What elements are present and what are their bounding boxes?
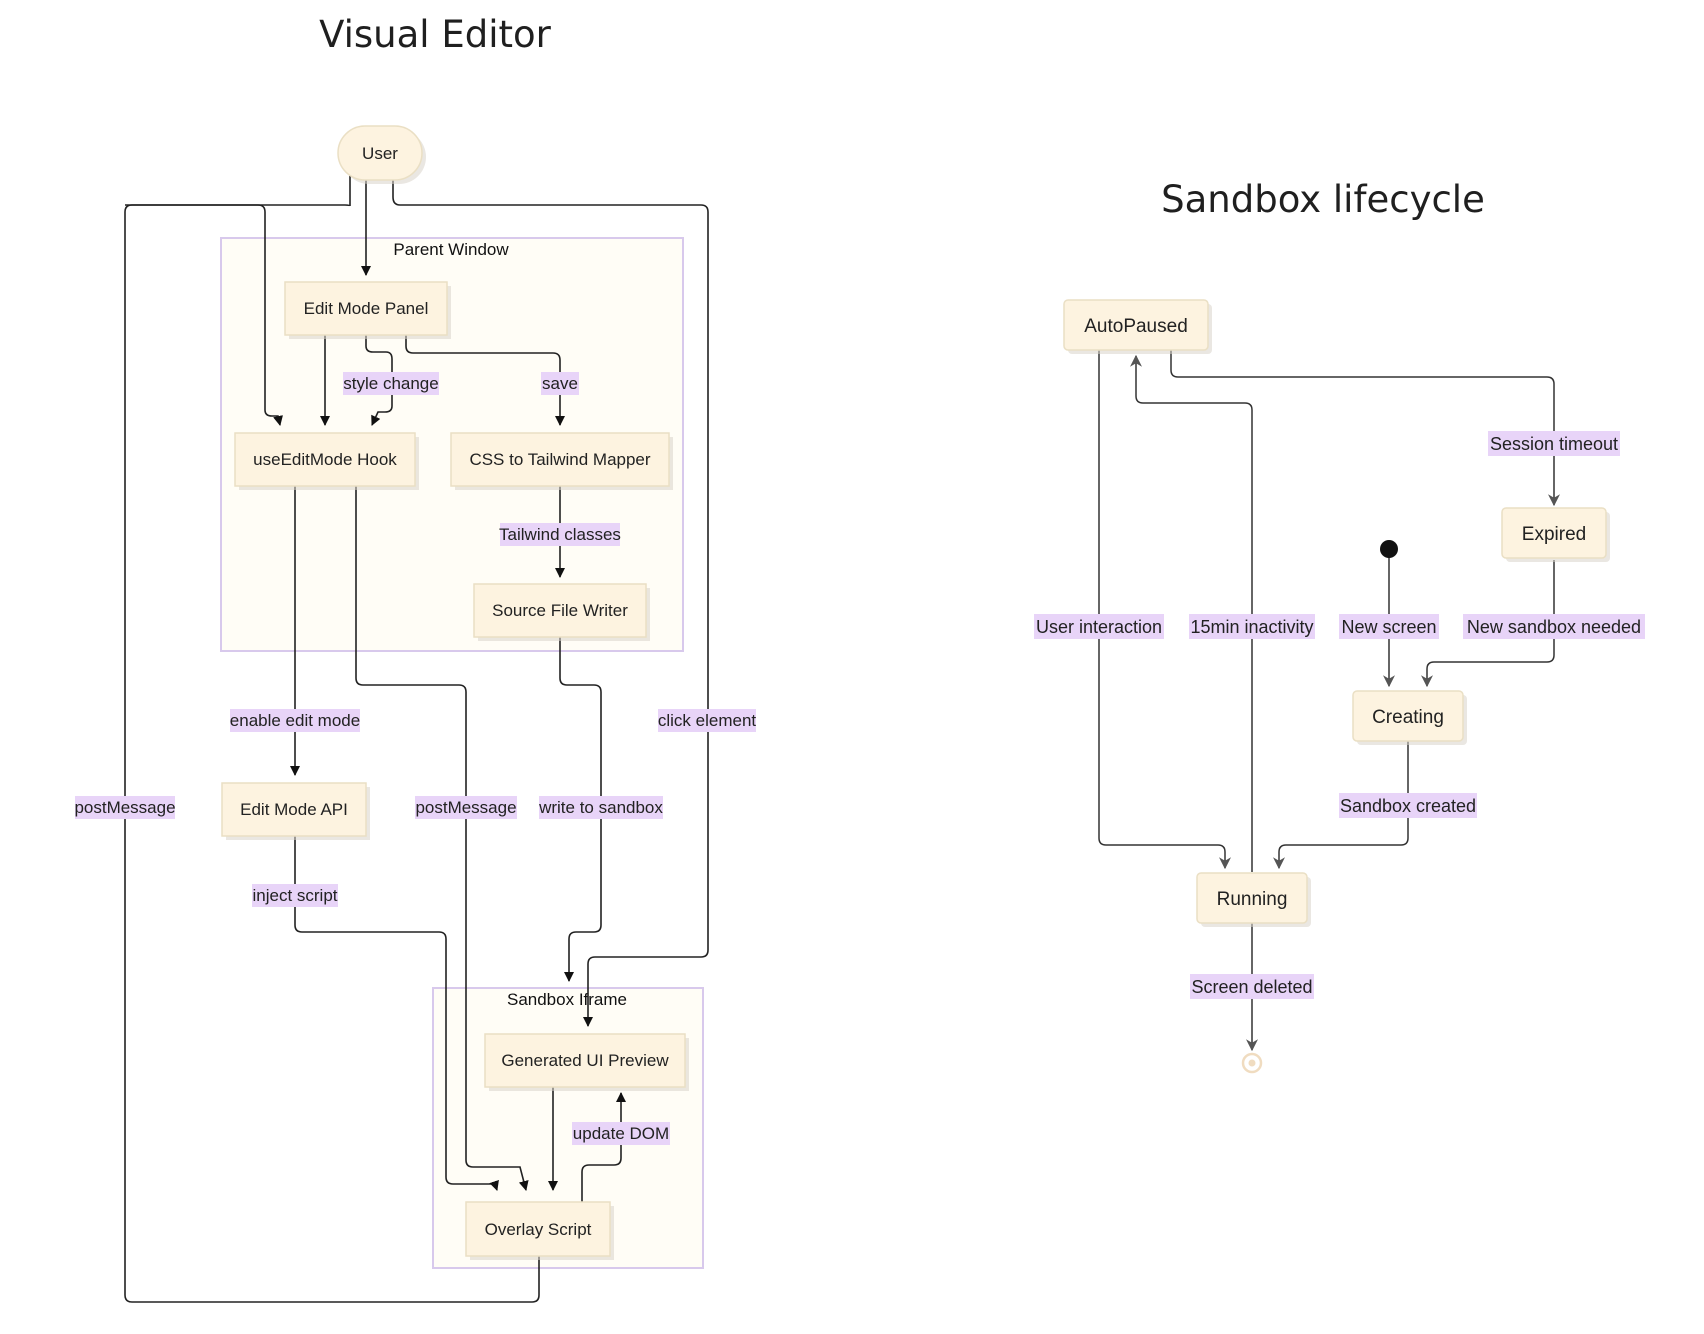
sandbox-lifecycle-diagram: Sandbox lifecycle AutoPaused Expired <box>1034 178 1645 1074</box>
edge-label-write-to-sandbox: write to sandbox <box>538 796 663 819</box>
edge-inject-script <box>294 836 499 1191</box>
svg-text:inject script: inject script <box>252 886 337 905</box>
svg-text:postMessage: postMessage <box>74 798 175 817</box>
svg-text:postMessage: postMessage <box>415 798 516 817</box>
state-creating[interactable]: Creating <box>1352 690 1467 745</box>
edit-mode-api-label: Edit Mode API <box>240 800 348 819</box>
svg-text:Tailwind classes: Tailwind classes <box>499 525 621 544</box>
edge-label-save: save <box>541 372 579 395</box>
edge-label-tailwind-classes: Tailwind classes <box>499 523 621 546</box>
svg-text:Session timeout: Session timeout <box>1490 434 1618 454</box>
edge-update-dom <box>581 1092 626 1202</box>
edge-post-message-mid <box>355 486 529 1191</box>
label-user-interaction: User interaction <box>1034 614 1164 639</box>
svg-text:15min inactivity: 15min inactivity <box>1190 617 1313 637</box>
node-user[interactable]: User <box>337 125 426 184</box>
final-state-marker <box>1241 1052 1263 1074</box>
user-label: User <box>362 144 398 163</box>
node-generated-ui-preview[interactable]: Generated UI Preview <box>484 1033 689 1091</box>
svg-text:New sandbox needed: New sandbox needed <box>1467 617 1641 637</box>
svg-text:User interaction: User interaction <box>1036 617 1162 637</box>
visual-editor-diagram: Visual Editor Parent Window Sandbox Ifra… <box>74 13 757 1303</box>
svg-text:save: save <box>542 374 578 393</box>
edge-label-style-change: style change <box>343 372 439 395</box>
svg-text:enable edit mode: enable edit mode <box>230 711 360 730</box>
svg-text:write to sandbox: write to sandbox <box>538 798 663 817</box>
transition-15min-inactivity <box>1130 354 1253 872</box>
sandbox-iframe-label: Sandbox Iframe <box>507 990 627 1009</box>
transition-new-sandbox-needed <box>1421 560 1555 688</box>
node-overlay-script[interactable]: Overlay Script <box>465 1201 614 1260</box>
label-screen-deleted: Screen deleted <box>1190 974 1314 999</box>
node-css-to-tailwind-mapper[interactable]: CSS to Tailwind Mapper <box>450 432 673 490</box>
svg-text:update DOM: update DOM <box>573 1124 669 1143</box>
visual-editor-title: Visual Editor <box>319 13 552 56</box>
visual-editor-edges <box>124 170 709 1303</box>
label-new-sandbox-needed: New sandbox needed <box>1463 614 1645 639</box>
initial-state-marker <box>1380 540 1398 558</box>
lifecycle-transitions <box>1098 350 1560 1052</box>
edge-click-element <box>392 170 709 1027</box>
svg-text:style change: style change <box>343 374 438 393</box>
label-15min-inactivity: 15min inactivity <box>1189 614 1315 639</box>
state-auto-paused[interactable]: AutoPaused <box>1063 299 1212 354</box>
svg-text:Screen deleted: Screen deleted <box>1191 977 1312 997</box>
edge-style-change <box>365 335 393 426</box>
sandbox-lifecycle-title: Sandbox lifecycle <box>1161 178 1485 221</box>
state-expired[interactable]: Expired <box>1501 507 1610 562</box>
transition-sandbox-created <box>1273 741 1409 870</box>
label-session-timeout: Session timeout <box>1488 431 1620 456</box>
edit-mode-panel-label: Edit Mode Panel <box>304 299 429 318</box>
transition-session-timeout <box>1170 350 1560 507</box>
overlay-script-label: Overlay Script <box>485 1220 592 1239</box>
edge-label-click-element: click element <box>658 709 757 732</box>
edge-label-inject-script: inject script <box>252 884 338 907</box>
parent-window-label: Parent Window <box>393 240 509 259</box>
expired-label: Expired <box>1522 524 1586 545</box>
label-new-screen: New screen <box>1339 614 1439 639</box>
node-edit-mode-panel[interactable]: Edit Mode Panel <box>284 281 451 339</box>
node-use-edit-mode-hook[interactable]: useEditMode Hook <box>234 432 419 490</box>
creating-label: Creating <box>1372 707 1444 728</box>
use-edit-mode-hook-label: useEditMode Hook <box>253 450 397 469</box>
node-source-file-writer[interactable]: Source File Writer <box>473 583 650 641</box>
svg-text:Sandbox created: Sandbox created <box>1340 796 1476 816</box>
svg-text:click element: click element <box>658 711 757 730</box>
generated-ui-preview-label: Generated UI Preview <box>501 1051 669 1070</box>
source-file-writer-label: Source File Writer <box>492 601 628 620</box>
node-edit-mode-api[interactable]: Edit Mode API <box>221 782 370 840</box>
transition-user-interaction <box>1098 350 1231 870</box>
label-sandbox-created: Sandbox created <box>1339 793 1477 818</box>
state-running[interactable]: Running <box>1196 872 1311 927</box>
edge-label-enable-edit-mode: enable edit mode <box>230 709 360 732</box>
auto-paused-label: AutoPaused <box>1084 316 1188 337</box>
svg-text:New screen: New screen <box>1341 617 1436 637</box>
edge-user-to-hook <box>124 170 540 1303</box>
css-mapper-label: CSS to Tailwind Mapper <box>469 450 650 469</box>
edge-save <box>405 335 565 426</box>
edge-label-update-dom: update DOM <box>572 1122 670 1145</box>
edge-post-message-left <box>125 204 283 426</box>
edge-label-post-message-mid: postMessage <box>415 796 517 819</box>
edge-label-post-message-left: postMessage <box>74 796 176 819</box>
running-label: Running <box>1217 889 1288 910</box>
